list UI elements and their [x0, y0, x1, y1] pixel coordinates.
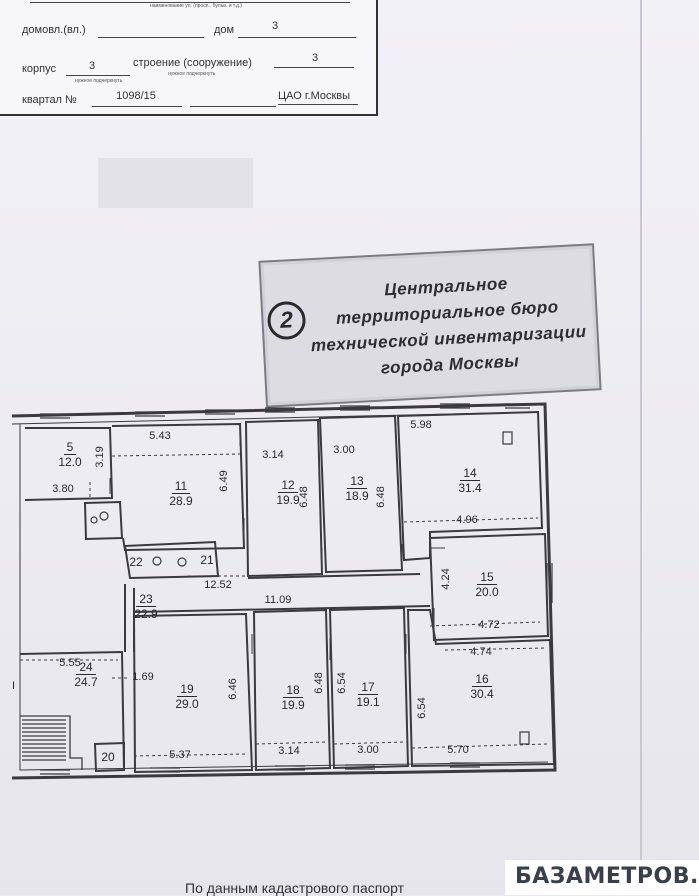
stair-mark: I	[12, 680, 16, 692]
bottom-caption: По данным кадастрового паспорт	[185, 880, 405, 896]
dimension-label: 6.54	[336, 672, 348, 694]
dimension-label: 4.74	[470, 646, 492, 658]
room-number: 17	[358, 680, 378, 695]
small-room-22-label: 22	[129, 555, 143, 569]
underline	[30, 2, 350, 3]
dimension-label: 5.43	[149, 430, 171, 442]
dimension-label: 3.19	[94, 446, 106, 468]
room-area: 29.0	[175, 697, 199, 711]
smudge	[98, 158, 253, 208]
dimension-label: 4.72	[478, 619, 500, 631]
domovl-label: домовл.(вл.)	[22, 24, 86, 36]
underline	[98, 37, 204, 38]
room-number: 19	[177, 682, 197, 697]
page-edge	[640, 0, 642, 895]
dimension-label: 3.00	[357, 744, 379, 756]
street-note: наименование ул. (просп., бульв. и т.д.)	[150, 3, 242, 9]
dimension-label: 11.09	[264, 594, 292, 606]
room-area: 19.1	[356, 695, 380, 709]
room-area: 28.9	[169, 494, 193, 508]
stroenie-value: 3	[311, 52, 319, 64]
dimension-label: 6.49	[218, 470, 230, 492]
dimension-label: 3.80	[52, 483, 74, 495]
floor-plan	[11, 402, 557, 780]
room-number: 16	[472, 672, 492, 687]
room-number: 18	[283, 683, 303, 698]
dimension-label: 5.37	[169, 749, 191, 761]
dom-label: дом	[214, 24, 235, 36]
dimension-label: 6.46	[227, 678, 239, 700]
dimension-label: 6.54	[416, 697, 428, 719]
district-value: ЦАО г.Москвы	[278, 90, 351, 102]
underline	[274, 67, 354, 68]
address-form: наименование ул. (просп., бульв. и т.д.)…	[0, 0, 378, 116]
dimension-label: 5.55	[59, 657, 81, 669]
watermark-box: БАЗАМЕТРОВ.РУ	[505, 860, 699, 895]
underline	[190, 106, 276, 107]
dimension-label: 6.48	[298, 486, 310, 508]
room-area: 22.9	[134, 607, 158, 621]
underline	[238, 37, 356, 38]
room-area: 31.4	[458, 481, 482, 495]
underline	[92, 106, 182, 107]
dimension-label: 4.96	[456, 514, 478, 526]
room-area: 19.9	[281, 698, 305, 712]
room-area: 24.7	[74, 675, 98, 689]
watermark-text: БАЗАМЕТРОВ.РУ	[515, 864, 699, 889]
stroenie-note: нужное подчеркнуть	[168, 71, 216, 77]
kvartal-value: 1098/15	[116, 90, 156, 102]
underline	[66, 75, 130, 76]
dimension-label: 5.98	[410, 419, 432, 431]
dimension-label: 4.24	[440, 568, 452, 590]
korpus-note: нужное подчеркнуть	[75, 78, 123, 84]
dimension-label: 6.48	[313, 672, 325, 694]
dom-value: 3	[271, 20, 279, 32]
dimension-label: 1.69	[132, 671, 154, 683]
dimension-label: 3.00	[333, 444, 355, 456]
dimension-label: 3.14	[278, 745, 300, 757]
room-area: 30.4	[470, 687, 494, 701]
stamp-number: 2	[266, 300, 307, 341]
small-room-21-label: 21	[200, 553, 214, 567]
dimension-label: 6.48	[375, 486, 387, 508]
room-area: 12.0	[58, 455, 82, 469]
room-number: 15	[477, 570, 497, 585]
stroenie-label: строение (сооружение)	[133, 57, 252, 69]
small-room-20-label: 20	[101, 750, 115, 764]
room-area: 18.9	[345, 489, 369, 503]
room-number: 14	[460, 466, 480, 481]
room-area: 19.9	[276, 493, 300, 507]
dimension-label: 5.70	[447, 744, 469, 756]
room-area: 20.0	[475, 585, 499, 599]
dimension-label: 12.52	[204, 579, 232, 591]
bti-stamp: 2 Центральное территориальное бюро техни…	[258, 243, 602, 408]
underline	[278, 104, 358, 105]
room-number: 12	[278, 478, 298, 493]
room-number: 23	[136, 592, 156, 607]
room-number: 11	[171, 479, 191, 494]
room-number: 13	[347, 474, 367, 489]
room-number: 5	[63, 440, 77, 455]
korpus-label: корпус	[22, 63, 57, 75]
kvartal-label: квартал №	[22, 94, 77, 106]
korpus-value: 3	[88, 60, 96, 72]
dimension-label: 3.14	[262, 449, 284, 461]
room-number: 24	[76, 660, 96, 675]
